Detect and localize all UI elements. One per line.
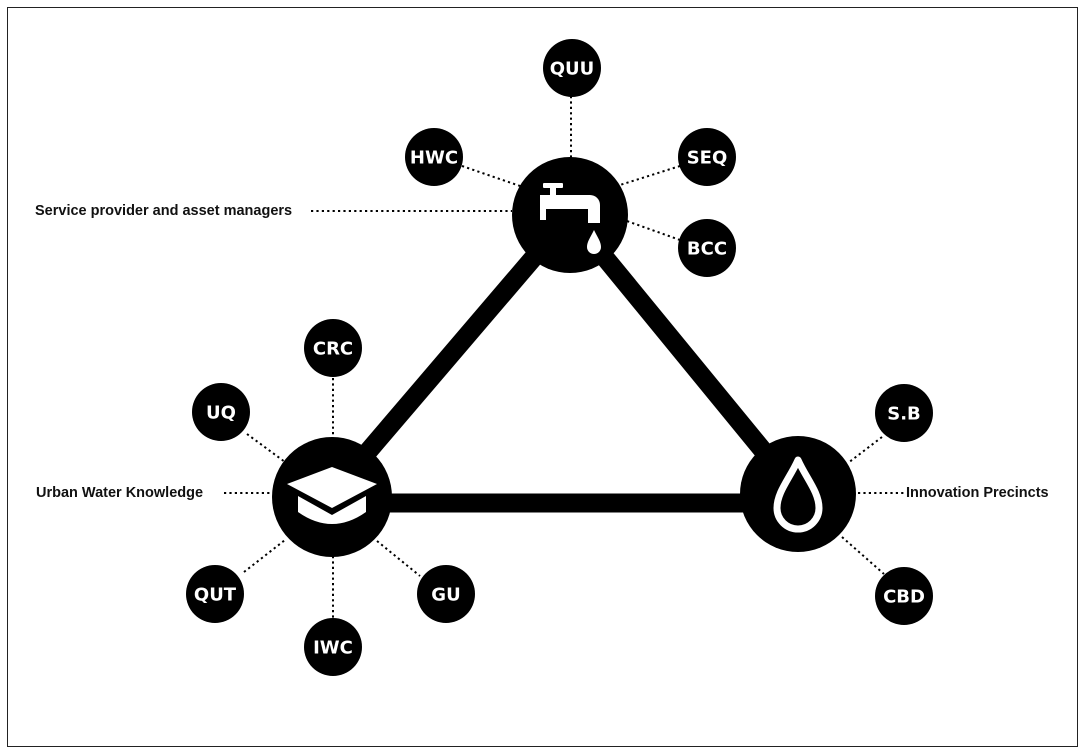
dotted-connectors xyxy=(224,96,904,618)
svg-text:CRC: CRC xyxy=(313,339,353,360)
connector-cbd xyxy=(841,536,885,575)
satellite-quu: QUU xyxy=(543,39,601,97)
connector-qut xyxy=(243,539,286,573)
connector-sb xyxy=(847,436,883,464)
water-drop-icon xyxy=(773,456,823,533)
triangle-edges xyxy=(320,205,807,513)
svg-text:GU: GU xyxy=(431,585,460,606)
satellite-sb: S.B xyxy=(875,384,933,442)
satellite-uq: UQ xyxy=(192,383,250,441)
hub-knowledge xyxy=(272,437,392,557)
label-knowledge: Urban Water Knowledge xyxy=(36,485,203,501)
connector-bcc xyxy=(623,219,681,241)
edge-service-knowledge xyxy=(320,205,580,506)
hub-service xyxy=(512,157,628,273)
satellite-bcc: BCC xyxy=(678,219,736,277)
satellite-iwc: IWC xyxy=(304,618,362,676)
edge-service-innovation xyxy=(560,205,807,502)
hub-innovation xyxy=(740,436,856,552)
svg-text:QUU: QUU xyxy=(550,59,595,80)
connector-gu xyxy=(376,540,421,577)
svg-text:UQ: UQ xyxy=(206,403,236,424)
satellite-gu: GU xyxy=(417,565,475,623)
svg-text:HWC: HWC xyxy=(410,148,458,169)
svg-text:CBD: CBD xyxy=(883,587,925,608)
svg-text:QUT: QUT xyxy=(194,585,237,606)
connector-hwc xyxy=(461,165,524,188)
svg-text:BCC: BCC xyxy=(687,239,727,260)
satellite-hwc: HWC xyxy=(405,128,463,186)
connector-seq xyxy=(619,165,681,186)
satellite-cbd: CBD xyxy=(875,567,933,625)
svg-text:SEQ: SEQ xyxy=(687,148,728,169)
label-innovation: Innovation Precincts xyxy=(906,485,1049,501)
satellite-crc: CRC xyxy=(304,319,362,377)
label-service: Service provider and asset managers xyxy=(35,203,292,219)
satellite-qut: QUT xyxy=(186,565,244,623)
graduation-cap-icon xyxy=(287,467,377,524)
svg-text:IWC: IWC xyxy=(313,638,353,659)
svg-text:S.B: S.B xyxy=(887,404,921,425)
satellite-seq: SEQ xyxy=(678,128,736,186)
water-tap-icon xyxy=(540,183,601,254)
connector-uq xyxy=(246,433,286,463)
